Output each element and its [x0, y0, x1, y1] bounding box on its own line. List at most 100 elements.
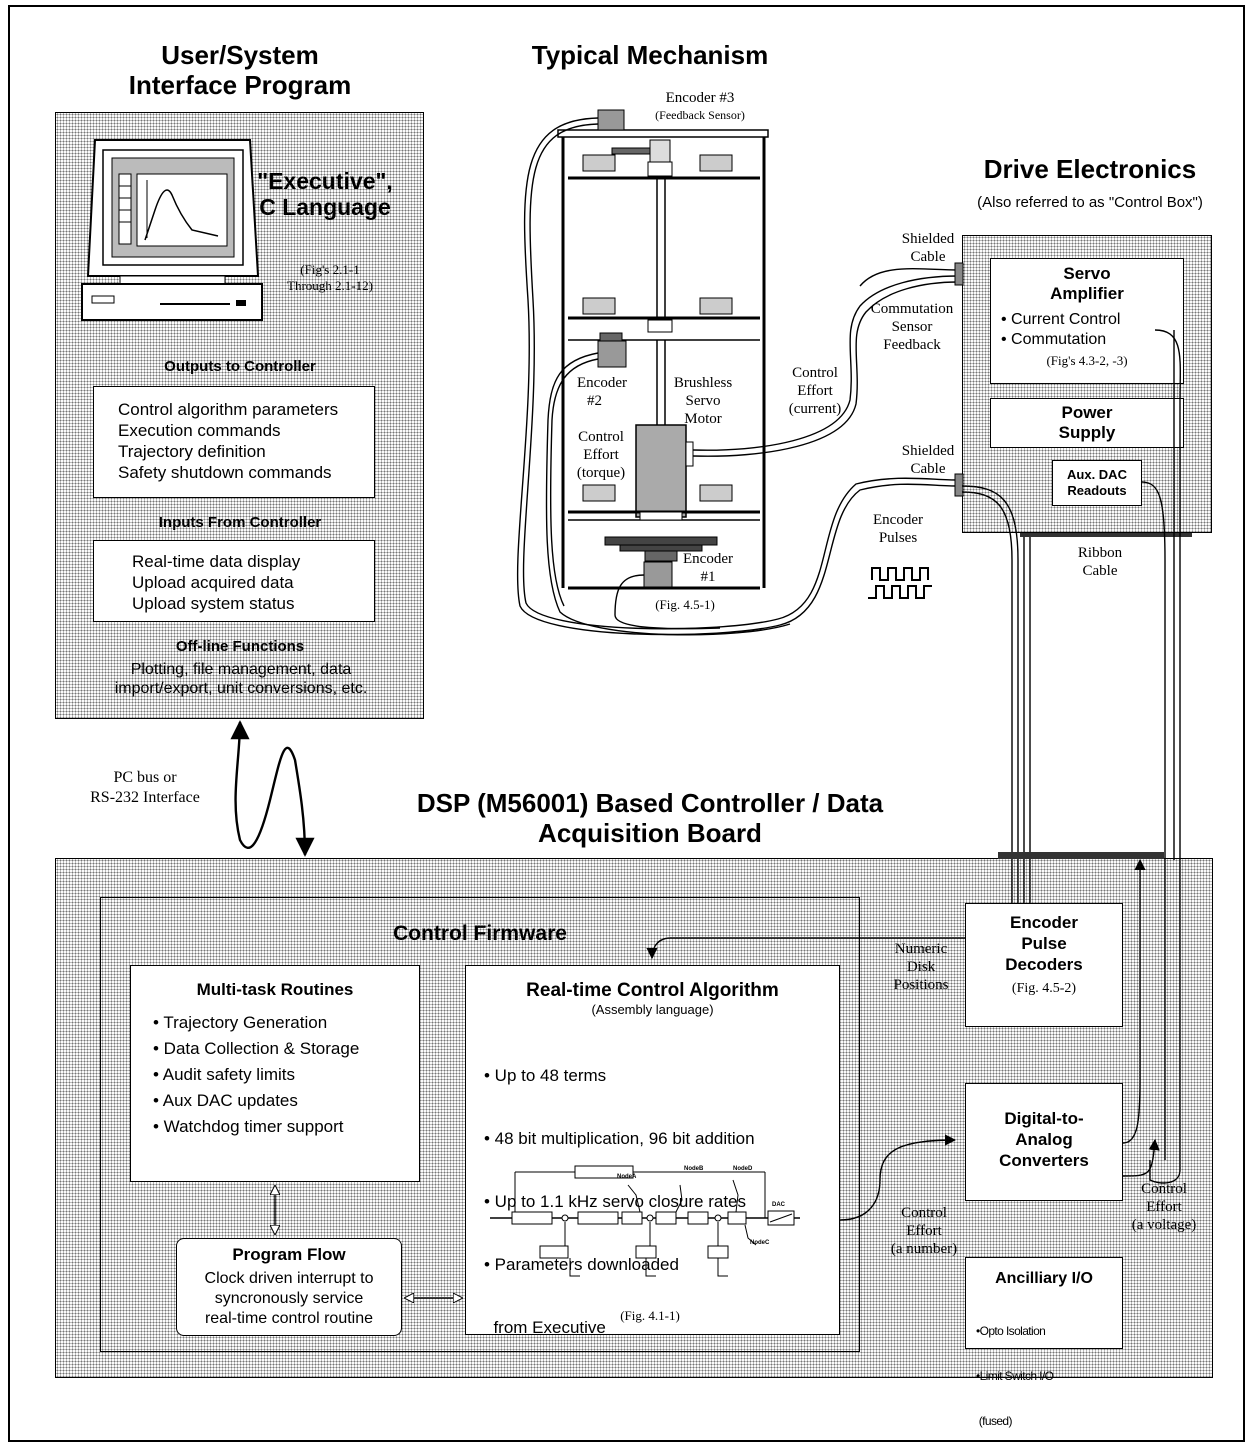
- executive-title: "Executive", C Language: [255, 168, 395, 220]
- ce-current-line: (current): [788, 401, 842, 417]
- multitask-item: • Aux DAC updates: [153, 1091, 298, 1110]
- encoder-pulse-decoders-box: Encoder Pulse Decoders (Fig. 4.5-2): [965, 903, 1123, 1027]
- decoders-line: Decoders: [1005, 955, 1083, 974]
- encoder1-label: Encoder #1: [678, 550, 738, 586]
- offline-heading: Off-line Functions: [175, 638, 305, 655]
- program-flow-line: syncronously service: [214, 1290, 364, 1307]
- control-effort-torque-label: Control Effort (torque): [565, 428, 637, 482]
- program-flow-text: Clock driven interrupt to syncronously s…: [177, 1269, 401, 1329]
- ce-current-line: Control: [792, 365, 838, 381]
- inputs-heading: Inputs From Controller: [158, 514, 322, 531]
- rtca-subtitle: (Assembly language): [591, 1002, 714, 1017]
- ce-voltage-line: Effort: [1146, 1199, 1182, 1215]
- ancillary-item: (fused): [976, 1414, 1013, 1428]
- shielded-line: Shielded: [901, 443, 955, 459]
- motor-line: Servo: [685, 393, 721, 409]
- ce-number-line: Control: [901, 1205, 947, 1221]
- offline-functions: Plotting, file management, data import/e…: [60, 660, 422, 698]
- ancillary-items: •Opto Isolation •Limit Switch I/O (fused…: [976, 1294, 1122, 1449]
- input-item: Real-time data display: [132, 552, 301, 571]
- typical-mechanism-title: Typical Mechanism: [531, 40, 769, 70]
- dac-title: Digital-to- Analog Converters: [966, 1108, 1122, 1171]
- shielded-line: Cable: [910, 461, 946, 477]
- power-supply-line: Supply: [1058, 423, 1116, 442]
- motor-line: Brushless: [673, 375, 733, 391]
- dac-line: Analog: [1015, 1130, 1073, 1149]
- node-c-label: NodeC: [750, 1240, 770, 1246]
- motor-line: Motor: [684, 411, 722, 427]
- mechanism-fig-label: (Fig. 4.5-1): [655, 597, 715, 612]
- user-system-title: User/System Interface Program: [60, 40, 420, 100]
- dsp-title-line1: DSP (M56001) Based Controller / Data: [416, 788, 884, 818]
- servo-items: • Current Control • Commutation: [1001, 310, 1183, 350]
- node-a-label: NodeA: [617, 1174, 637, 1180]
- output-item: Control algorithm parameters: [118, 400, 339, 419]
- outputs-heading: Outputs to Controller: [164, 358, 316, 375]
- pc-bus-line: PC bus or: [113, 769, 177, 786]
- offline-line: Plotting, file management, data: [130, 661, 352, 678]
- pc-bus-label: PC bus or RS-232 Interface: [60, 768, 230, 808]
- power-supply-line: Power: [1061, 403, 1113, 422]
- ribbon-cable-label: Ribbon Cable: [1060, 544, 1140, 580]
- servo-item: • Current Control: [1001, 311, 1121, 328]
- shielded-cable-2-label: Shielded Cable: [890, 442, 966, 478]
- rtca-item: • Parameters downloaded: [484, 1255, 679, 1274]
- control-effort-number-label: Control Effort (a number): [876, 1204, 972, 1258]
- drive-electronics-note: (Also referred to as "Control Box"): [977, 194, 1203, 211]
- outputs-list: Control algorithm parameters Execution c…: [93, 386, 375, 498]
- inputs-list: Real-time data display Upload acquired d…: [93, 540, 375, 622]
- dsp-title-line2: Acquisition Board: [538, 818, 762, 848]
- program-flow-line: Clock driven interrupt to: [204, 1270, 374, 1287]
- servo-title-line: Servo: [1063, 264, 1111, 283]
- numeric-disk-line: Positions: [893, 977, 949, 993]
- outer-frame: [8, 5, 1245, 1442]
- ribbon-line: Ribbon: [1077, 545, 1123, 561]
- ce-number-line: Effort: [906, 1223, 942, 1239]
- encoder-pulses-label: Encoder Pulses: [856, 511, 940, 547]
- decoders-line: Encoder: [1009, 913, 1079, 932]
- dsp-board-title: DSP (M56001) Based Controller / Data Acq…: [330, 788, 970, 848]
- pc-bus-line: RS-232 Interface: [90, 789, 200, 806]
- ribbon-line: Cable: [1082, 563, 1118, 579]
- shielded-cable-1-label: Shielded Cable: [890, 230, 966, 266]
- input-item: Upload acquired data: [132, 573, 294, 592]
- user-system-title-line1: User/System: [161, 40, 319, 70]
- multitask-box: Multi-task Routines • Trajectory Generat…: [130, 965, 420, 1182]
- ce-torque-line: Control: [578, 429, 624, 445]
- multitask-title: Multi-task Routines: [196, 980, 354, 999]
- executive-figs: (Fig's 2.1-1 Through 2.1-12): [270, 262, 390, 294]
- ce-voltage-line: Control: [1141, 1181, 1187, 1197]
- executive-figs-line2: Through 2.1-12): [287, 278, 373, 293]
- decoders-title: Encoder Pulse Decoders: [966, 912, 1122, 975]
- ancillary-title: Ancilliary I/O: [995, 1270, 1093, 1287]
- servo-amplifier-box: Servo Amplifier • Current Control • Comm…: [990, 258, 1184, 384]
- dac-line: Converters: [999, 1151, 1089, 1170]
- executive-title-line2: C Language: [259, 194, 391, 220]
- commutation-label: Commutation Sensor Feedback: [860, 300, 964, 354]
- encoder3-label: Encoder #3 (Feedback Sensor): [630, 90, 770, 124]
- ancillary-item: •Limit Switch I/O: [976, 1369, 1054, 1383]
- commutation-line: Feedback: [883, 337, 941, 353]
- dac-converters-box: Digital-to- Analog Converters: [965, 1083, 1123, 1201]
- user-system-title-line2: Interface Program: [128, 70, 352, 100]
- commutation-line: Sensor: [891, 319, 933, 335]
- numeric-disk-line: Disk: [906, 959, 936, 975]
- dac-line: Digital-to-: [1004, 1109, 1084, 1128]
- rtca-item: from Executive: [484, 1318, 606, 1337]
- output-item: Trajectory definition: [118, 442, 266, 461]
- control-effort-current-label: Control Effort (current): [775, 364, 855, 418]
- offline-line: import/export, unit conversions, etc.: [114, 680, 368, 697]
- numeric-disk-line: Numeric: [894, 941, 948, 957]
- servo-title: Servo Amplifier: [991, 264, 1183, 304]
- servo-item: • Commutation: [1001, 331, 1107, 348]
- multitask-item: • Watchdog timer support: [153, 1117, 344, 1136]
- node-d-label: NodeD: [733, 1166, 753, 1172]
- rtca-item: • Up to 1.1 kHz servo closure rates: [484, 1192, 746, 1211]
- ce-torque-line: (torque): [576, 465, 626, 481]
- ce-voltage-line: (a voltage): [1131, 1217, 1197, 1233]
- realtime-control-box: Real-time Control Algorithm (Assembly la…: [465, 965, 840, 1337]
- program-flow-box: Program Flow Clock driven interrupt to s…: [176, 1238, 402, 1336]
- ce-torque-line: Effort: [583, 447, 619, 463]
- servo-title-line: Amplifier: [1050, 284, 1124, 303]
